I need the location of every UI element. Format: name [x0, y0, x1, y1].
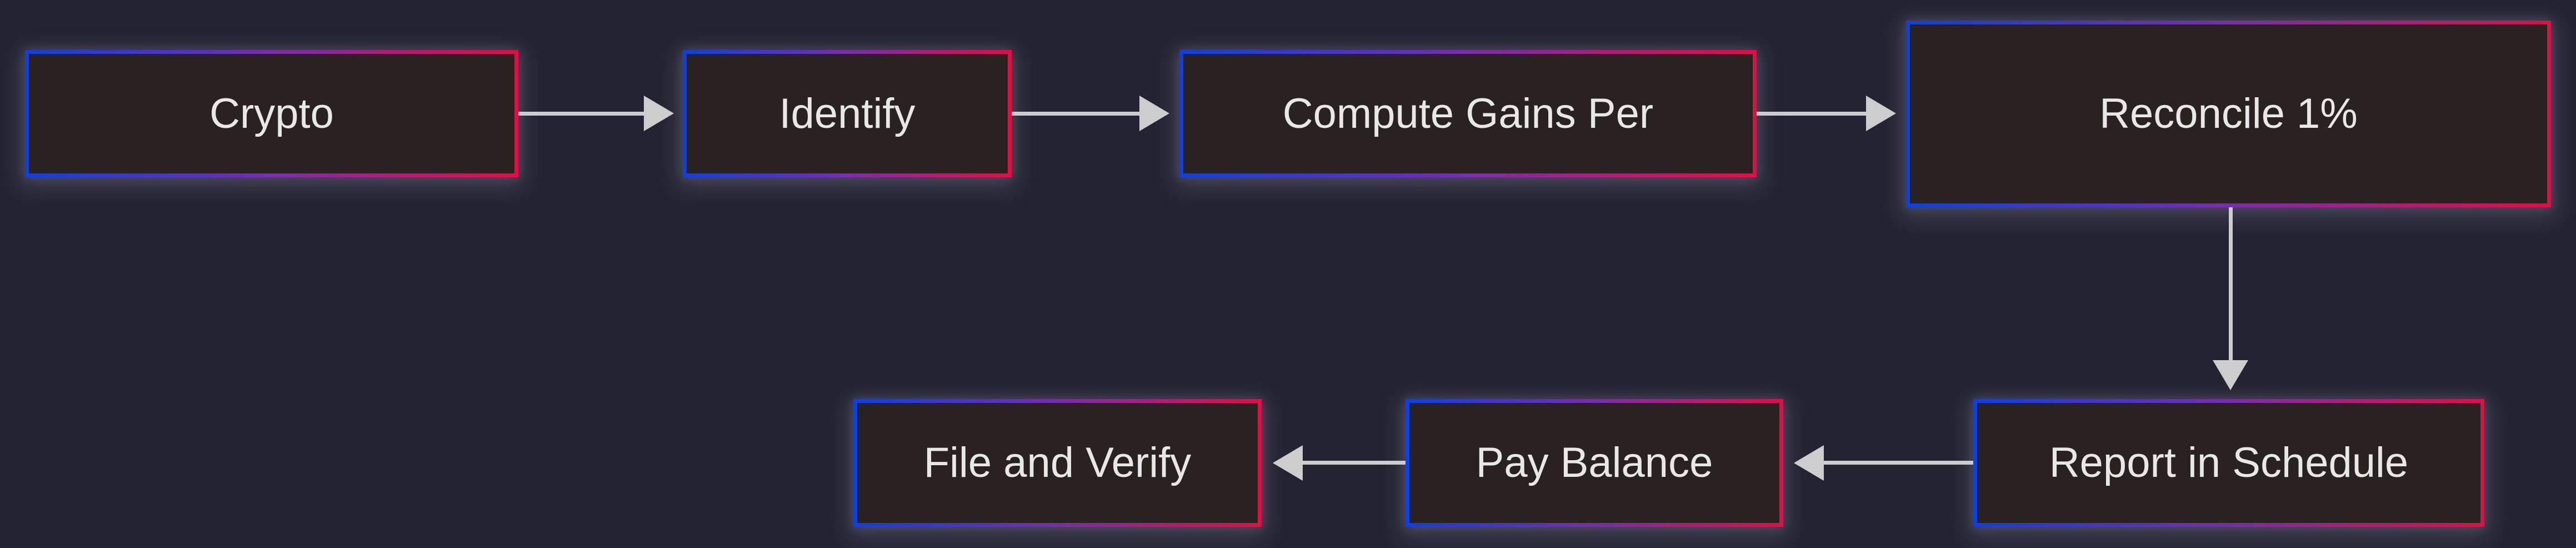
node-crypto-body: Crypto — [29, 54, 514, 173]
arrowhead-right-icon — [1866, 96, 1896, 131]
node-file-verify: File and Verify — [853, 399, 1262, 527]
edge-report-to-pay-shaft — [1823, 461, 1973, 465]
edge-crypto-to-identify-shaft — [518, 112, 644, 116]
node-identify-body: Identify — [687, 54, 1008, 173]
node-pay-balance-label: Pay Balance — [1475, 439, 1713, 487]
node-compute-gains: Compute Gains Per — [1179, 50, 1757, 177]
node-reconcile: Reconcile 1% — [1906, 21, 2551, 207]
node-crypto-label: Crypto — [209, 89, 334, 137]
edge-identify-to-compute-shaft — [1012, 112, 1140, 116]
arrowhead-right-icon — [644, 96, 674, 131]
arrowhead-left-icon — [1273, 445, 1303, 481]
arrowhead-down-icon — [2213, 360, 2248, 390]
edge-reconcile-to-report-shaft — [2229, 207, 2233, 361]
edge-pay-to-file-shaft — [1302, 461, 1405, 465]
node-crypto: Crypto — [25, 50, 518, 177]
node-identify: Identify — [683, 50, 1012, 177]
node-pay-balance-body: Pay Balance — [1409, 403, 1779, 523]
arrowhead-right-icon — [1139, 96, 1169, 131]
node-report-schedule: Report in Schedule — [1973, 399, 2484, 527]
node-compute-gains-body: Compute Gains Per — [1183, 54, 1753, 173]
node-file-verify-label: File and Verify — [923, 439, 1192, 487]
node-report-schedule-label: Report in Schedule — [2049, 439, 2409, 487]
node-report-schedule-body: Report in Schedule — [1977, 403, 2480, 523]
node-identify-label: Identify — [779, 89, 916, 137]
node-reconcile-body: Reconcile 1% — [1910, 24, 2547, 203]
edge-compute-to-reconcile-shaft — [1757, 112, 1867, 116]
node-file-verify-body: File and Verify — [857, 403, 1258, 523]
node-pay-balance: Pay Balance — [1405, 399, 1783, 527]
arrowhead-left-icon — [1794, 445, 1824, 481]
node-reconcile-label: Reconcile 1% — [2099, 90, 2358, 138]
node-compute-gains-label: Compute Gains Per — [1282, 89, 1654, 137]
